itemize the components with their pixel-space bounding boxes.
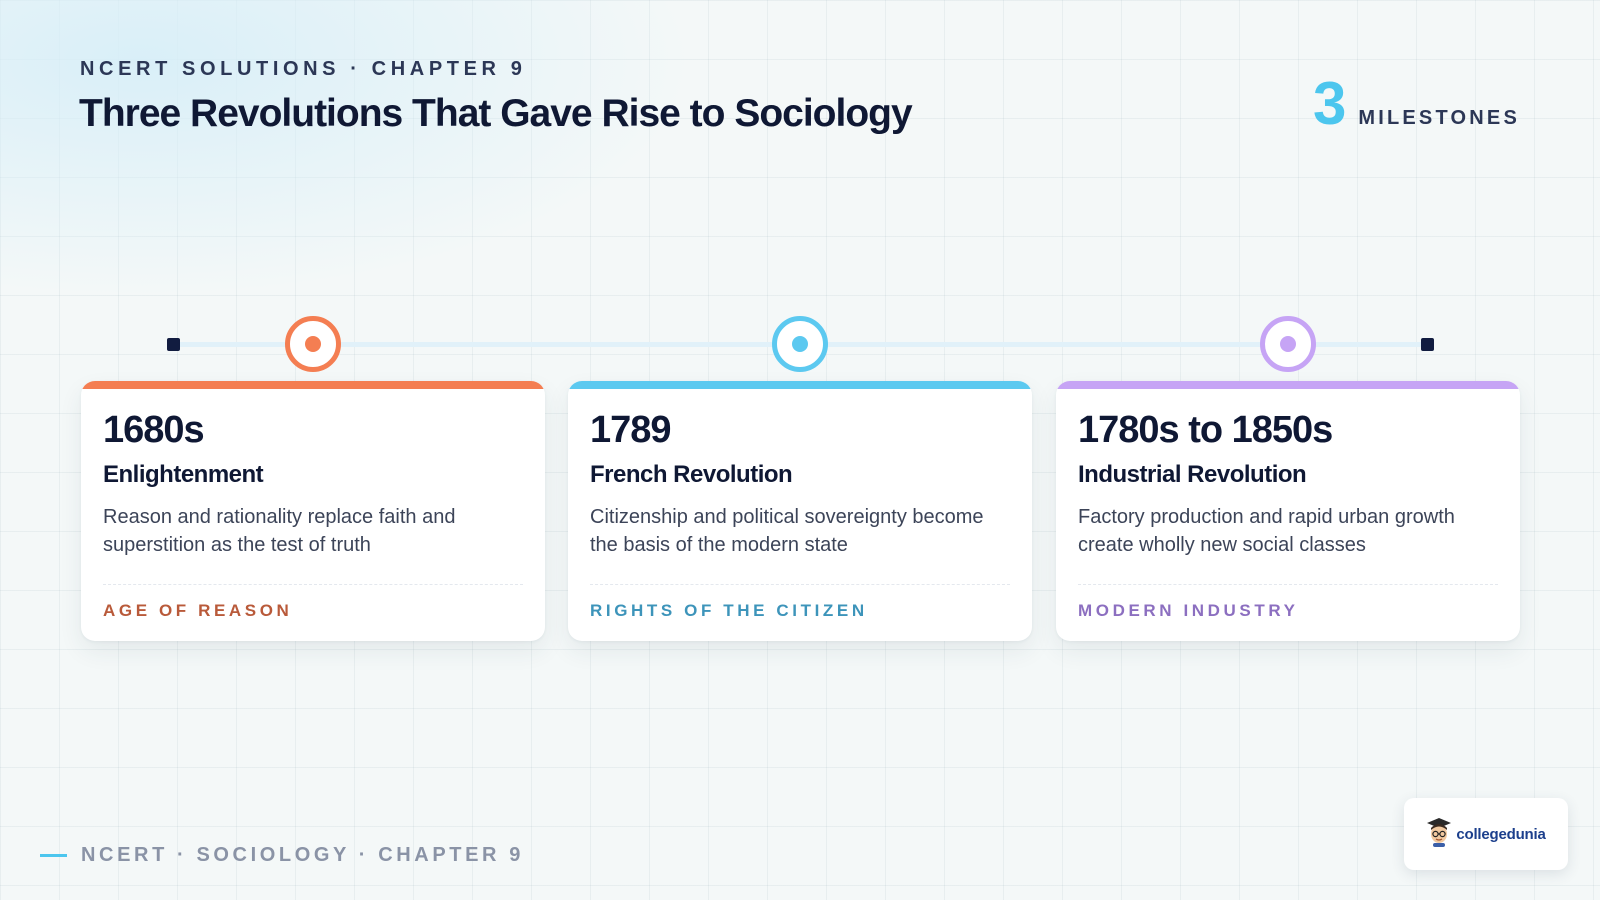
node-dot (1280, 336, 1296, 352)
milestone-card-enlightenment: 1680s Enlightenment Reason and rationali… (81, 381, 545, 641)
timeline-node-industrial-revolution (1260, 316, 1316, 372)
eyebrow-label: NCERT SOLUTIONS · CHAPTER 9 (80, 58, 527, 80)
footer-text: NCERT · SOCIOLOGY · CHAPTER 9 (81, 844, 524, 866)
card-heading: Industrial Revolution (1078, 461, 1307, 488)
milestone-label: MILESTONES (1358, 107, 1520, 129)
card-divider (1078, 584, 1498, 585)
card-heading: French Revolution (590, 461, 793, 488)
card-description: Citizenship and political sovereignty be… (590, 506, 984, 556)
mascot-icon (1426, 817, 1452, 852)
card-description: Factory production and rapid urban growt… (1078, 506, 1455, 556)
card-year: 1680s (103, 409, 205, 451)
card-accent-bar (81, 381, 545, 389)
timeline-end-cap (1421, 338, 1434, 351)
page-title: Three Revolutions That Gave Rise to Soci… (79, 92, 913, 135)
brand-logo: collegedunia (1404, 798, 1568, 870)
card-divider (103, 584, 523, 585)
logo-text: collegedunia (1456, 825, 1546, 843)
node-dot (305, 336, 321, 352)
timeline-start-cap (167, 338, 180, 351)
footer-accent-line (40, 854, 67, 857)
card-tag: MODERN INDUSTRY (1078, 601, 1299, 620)
milestone-card-french-revolution: 1789 French Revolution Citizenship and p… (568, 381, 1032, 641)
timeline-node-french-revolution (772, 316, 828, 372)
card-heading: Enlightenment (103, 461, 264, 488)
card-accent-bar (1056, 381, 1520, 389)
timeline-node-enlightenment (285, 316, 341, 372)
background-glow (0, 0, 700, 300)
card-year: 1789 (590, 409, 672, 451)
card-tag: RIGHTS OF THE CITIZEN (590, 601, 868, 620)
card-divider (590, 584, 1010, 585)
footer: NCERT · SOCIOLOGY · CHAPTER 9 (40, 844, 524, 867)
milestone-count: 3 (1312, 70, 1347, 137)
milestone-card-industrial-revolution: 1780s to 1850s Industrial Revolution Fac… (1056, 381, 1520, 641)
card-year: 1780s to 1850s (1078, 409, 1333, 451)
node-dot (792, 336, 808, 352)
milestone-counter: 3 MILESTONES (1313, 74, 1520, 134)
card-description: Reason and rationality replace faith and… (103, 506, 456, 556)
card-tag: AGE OF REASON (103, 601, 293, 620)
card-accent-bar (568, 381, 1032, 389)
